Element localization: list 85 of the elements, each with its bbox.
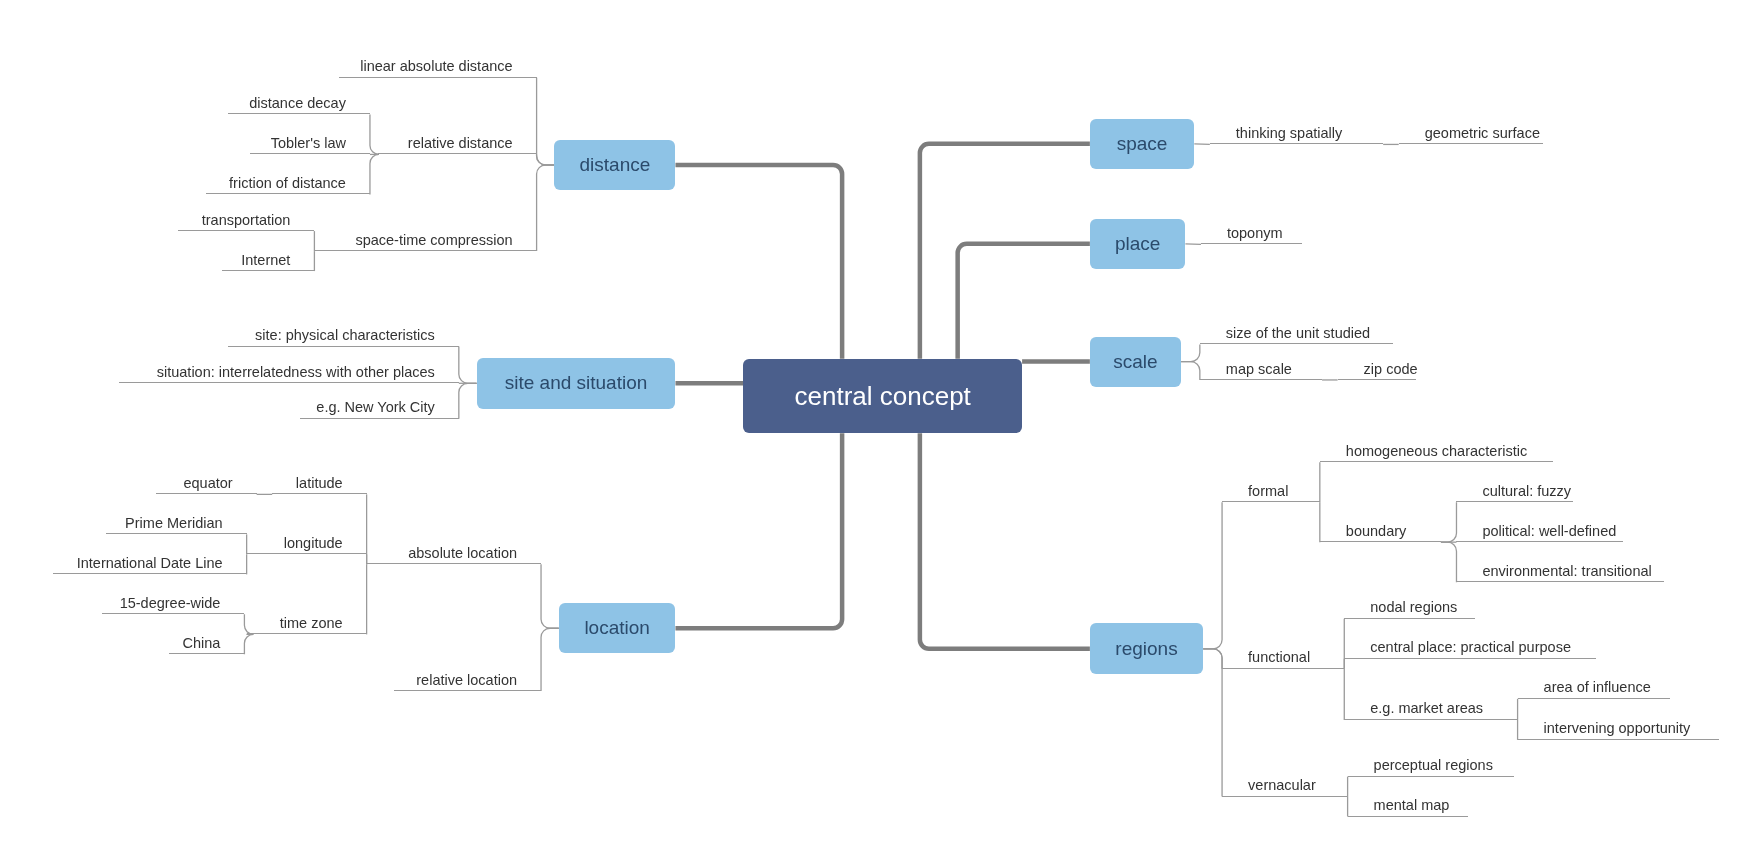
connector-line: [1343, 658, 1345, 670]
connector-line: [675, 162, 845, 359]
branch-label: e.g. New York City: [299, 394, 459, 419]
connector-line: [917, 433, 1090, 652]
branch-label: geometric surface: [1398, 120, 1544, 145]
connector-line: [955, 241, 1090, 359]
topic-box: space: [1089, 118, 1195, 169]
connector-line: [1516, 698, 1519, 721]
branch-label: space-time compression: [314, 226, 537, 252]
branch-label: distance decay: [227, 90, 370, 115]
topic-box: location: [558, 603, 676, 654]
branch-label: size of the unit studied: [1199, 319, 1394, 345]
connector-line: [243, 633, 255, 655]
connector-line: [458, 382, 478, 420]
connector-line: [1202, 648, 1223, 798]
branch-label: Prime Meridian: [105, 509, 247, 535]
connector-line: [1343, 668, 1345, 721]
branch-label: time zone: [246, 609, 367, 635]
connector-line: [1346, 775, 1349, 798]
connector-line: [1022, 359, 1090, 364]
connector-line: [246, 553, 248, 575]
connector-line: [1193, 143, 1211, 146]
branch-label: Internet: [222, 246, 315, 272]
branch-label: mental map: [1347, 792, 1468, 817]
connector-line: [1516, 719, 1519, 741]
branch-label: transportation: [177, 206, 315, 232]
connector-line: [246, 533, 248, 555]
topic-box: place: [1089, 218, 1186, 269]
branch-label: environmental: transitional: [1456, 557, 1665, 583]
connector-line: [1440, 541, 1458, 583]
connector-line: [675, 381, 744, 386]
connector-line: [1321, 379, 1339, 381]
branch-label: nodal regions: [1344, 594, 1476, 619]
branch-label: absolute location: [366, 539, 542, 565]
connector-line: [313, 250, 316, 272]
branch-label: China: [168, 629, 245, 655]
connector-line: [1382, 143, 1400, 146]
connector-line: [1319, 501, 1321, 543]
branch-label: intervening opportunity: [1517, 715, 1719, 740]
topic-box: site and situation: [476, 357, 676, 409]
branch-label: friction of distance: [205, 169, 370, 195]
branch-label: latitude: [272, 469, 367, 495]
branch-label: central place: practical purpose: [1344, 634, 1597, 659]
connector-line: [365, 553, 368, 565]
connector-line: [369, 153, 380, 196]
topic-box: distance: [554, 139, 676, 190]
connector-line: [1346, 795, 1349, 818]
connector-line: [917, 141, 1090, 359]
topic-box: scale: [1089, 336, 1181, 387]
connector-line: [1180, 360, 1201, 381]
branch-label: boundary: [1319, 517, 1441, 543]
branch-label: political: well-defined: [1456, 517, 1624, 543]
connector-line: [535, 164, 555, 252]
connector-line: [1319, 461, 1321, 503]
branch-label: e.g. market areas: [1344, 695, 1518, 720]
branch-label: thinking spatially: [1209, 120, 1384, 145]
connector-line: [1184, 243, 1202, 246]
branch-label: longitude: [246, 529, 367, 555]
connector-line: [256, 493, 273, 496]
branch-label: perceptual regions: [1347, 752, 1515, 777]
branch-label: zip code: [1337, 355, 1417, 380]
central-topic-box: central concept: [743, 358, 1023, 434]
branch-label: Tobler's law: [249, 129, 370, 155]
branch-label: linear absolute distance: [338, 53, 537, 78]
branch-label: 15-degree-wide: [102, 589, 245, 615]
branch-label: site: physical characteristics: [227, 322, 459, 347]
branch-label: cultural: fuzzy: [1456, 477, 1574, 503]
branch-label: area of influence: [1517, 674, 1670, 699]
branch-label: map scale: [1199, 355, 1323, 380]
branch-label: formal: [1222, 477, 1320, 503]
connector-line: [540, 627, 560, 692]
branch-label: homogeneous characteristic: [1319, 437, 1554, 463]
branch-label: relative distance: [377, 129, 537, 155]
branch-label: equator: [155, 469, 257, 495]
branch-label: International Date Line: [53, 549, 247, 575]
branch-label: functional: [1222, 644, 1345, 669]
connector-line: [365, 563, 368, 635]
branch-label: relative location: [394, 666, 542, 691]
connector-line: [675, 433, 845, 631]
connector-line: [313, 230, 316, 252]
branch-label: vernacular: [1222, 772, 1348, 797]
topic-box: regions: [1089, 623, 1204, 675]
branch-label: toponym: [1200, 219, 1303, 245]
connector-line: [369, 113, 380, 156]
branch-label: situation: interrelatedness with other places: [118, 358, 459, 384]
